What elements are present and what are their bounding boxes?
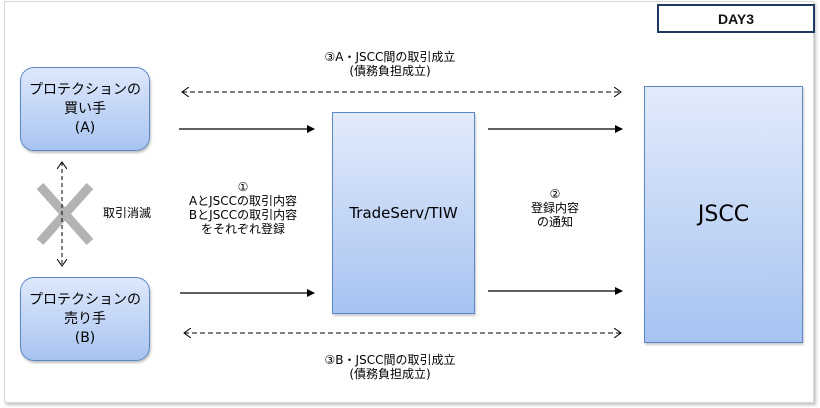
step3a-line1: ③A・JSCC間の取引成立 <box>324 50 456 64</box>
day-label: DAY3 <box>657 4 815 33</box>
tradeserv-label: TradeServ/TIW <box>349 204 458 222</box>
step2-label: ② 登録内容 の通知 <box>510 187 600 229</box>
step3b-line2: (債務負担成立) <box>349 367 431 381</box>
cancel-cross-icon <box>36 183 94 245</box>
step3b-line1: ③B・JSCC間の取引成立 <box>324 353 456 367</box>
step1-num: ① <box>237 180 249 194</box>
tradeserv-box: TradeServ/TIW <box>332 112 475 314</box>
step1-line2: BとJSCCの取引内容 <box>188 208 298 222</box>
step1-label: ① AとJSCCの取引内容 BとJSCCの取引内容 をそれぞれ登録 <box>178 180 308 236</box>
step3a-line2: (債務負担成立) <box>349 64 431 78</box>
cancel-label: 取引消滅 <box>102 206 151 220</box>
buyer-line3: (A) <box>74 119 96 136</box>
jscc-box: JSCC <box>644 86 803 343</box>
seller-line1: プロテクションの <box>29 291 141 308</box>
step1-line3: をそれぞれ登録 <box>200 222 285 236</box>
step1-line1: AとJSCCの取引内容 <box>188 194 298 208</box>
seller-box: プロテクションの 売り手 (B) <box>20 277 150 361</box>
step2-line1: 登録内容 <box>530 201 579 215</box>
step3b-label: ③B・JSCC間の取引成立 (債務負担成立) <box>300 353 480 381</box>
step2-line2: の通知 <box>536 215 573 229</box>
buyer-line1: プロテクションの <box>29 81 141 98</box>
buyer-box: プロテクションの 買い手 (A) <box>20 67 150 151</box>
step3a-label: ③A・JSCC間の取引成立 (債務負担成立) <box>300 50 480 78</box>
jscc-label: JSCC <box>697 202 750 227</box>
buyer-line2: 買い手 <box>64 100 106 117</box>
seller-line2: 売り手 <box>64 310 106 327</box>
step2-num: ② <box>549 187 561 201</box>
seller-line3: (B) <box>74 329 96 346</box>
